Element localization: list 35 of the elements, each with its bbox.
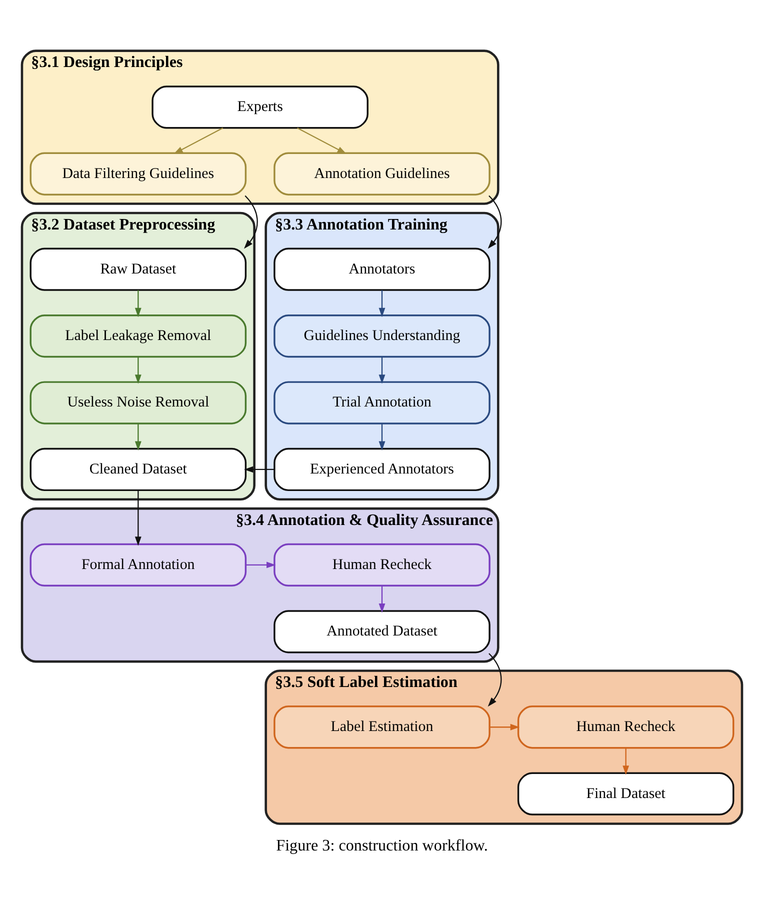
node-box: Formal Annotation [30,542,247,586]
node-box: Experts [152,85,368,128]
node-box: Raw Dataset [30,247,247,290]
arrow [490,723,520,730]
node-box: Human Recheck [517,705,734,748]
arrow [622,747,630,774]
arrow [488,652,502,706]
arrow [246,561,276,568]
node-box: Experienced Annotators [274,447,490,491]
node-box: Cleaned Dataset [30,447,247,491]
arrow [488,194,502,248]
node-box: Human Recheck [274,542,490,586]
arrow [378,585,386,612]
arrow [297,126,347,154]
node-box: Annotation Guidelines [274,152,490,195]
arrow [378,423,386,450]
node-box: Guidelines Understanding [274,314,490,358]
arrow [134,490,142,546]
arrow [134,356,142,384]
node-box: Label Leakage Removal [30,314,247,358]
node-box: Data Filtering Guidelines [30,152,247,195]
node-box: Label Estimation [274,705,490,748]
caption: Figure 3: construction workflow. [276,836,488,854]
arrow [244,466,274,472]
node-box: Trial Annotation [274,380,490,424]
arrow [134,290,142,317]
arrow [174,126,224,154]
node-box: Final Dataset [517,772,734,815]
node-box: Useless Noise Removal [30,380,247,424]
node-box: Annotators [274,247,490,290]
arrow [244,194,258,248]
arrow [378,290,386,317]
node-box: Annotated Dataset [274,610,490,653]
arrow [378,356,386,384]
arrow [134,423,142,450]
